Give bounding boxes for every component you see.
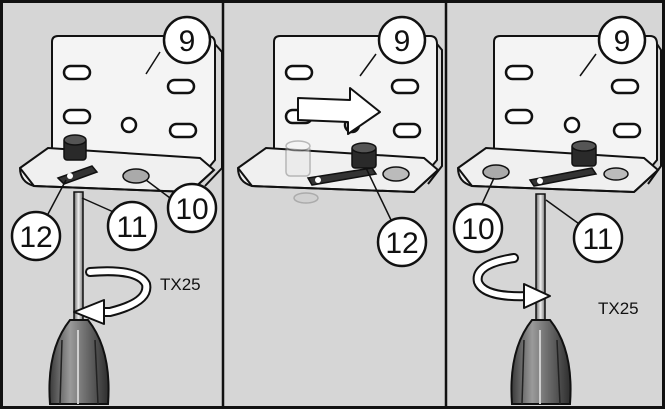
slide-direction-arrow — [297, 87, 381, 135]
callout-10: 10 — [145, 179, 218, 234]
panel-step-1: 9 10 11 12 TX25 — [10, 15, 223, 405]
base-plate-edge — [457, 167, 659, 194]
svg-text:9: 9 — [394, 25, 411, 58]
bracket-slot — [610, 78, 640, 95]
hinge-pin-hole — [482, 164, 510, 180]
callout-11: 11 — [81, 197, 158, 252]
bracket-slot — [612, 122, 642, 139]
screwdriver — [48, 191, 110, 405]
bracket-slot — [504, 64, 534, 81]
lever-previous-position — [285, 140, 319, 204]
torx-size-label: TX25 — [598, 299, 639, 318]
bracket-slot — [166, 78, 196, 95]
torx-size-label: TX25 — [160, 275, 201, 294]
bracket-hole — [120, 116, 138, 134]
base-plate-edge — [19, 167, 215, 194]
svg-text:9: 9 — [179, 25, 196, 58]
bracket-slot — [168, 122, 198, 139]
panel-step-3: 9 10 11 TX25 — [452, 15, 662, 405]
hinge-bracket — [493, 35, 658, 173]
svg-text:10: 10 — [175, 193, 208, 226]
svg-text:9: 9 — [614, 25, 631, 58]
svg-text:11: 11 — [116, 211, 147, 244]
adjustment-lever — [56, 134, 99, 185]
callout-9: 9 — [359, 15, 427, 77]
svg-text:12: 12 — [19, 221, 52, 254]
callout-9: 9 — [579, 15, 647, 77]
hinge-pin-hole — [122, 168, 150, 184]
base-plate-edge — [237, 167, 439, 194]
bracket-slot — [392, 122, 422, 139]
panel-step-2: 9 12 — [236, 15, 443, 268]
bracket-fold-edge — [204, 43, 223, 187]
adjustment-lever — [528, 140, 629, 187]
bracket-hole — [563, 116, 581, 134]
svg-text:11: 11 — [582, 223, 613, 256]
svg-text:12: 12 — [385, 227, 418, 260]
screwdriver — [510, 193, 572, 405]
callout-11: 11 — [545, 199, 624, 264]
bracket-fold-edge — [427, 43, 443, 185]
bracket-fold-edge — [647, 43, 662, 185]
adjustment-lever — [306, 142, 410, 186]
bracket-slot — [390, 78, 420, 95]
svg-text:10: 10 — [461, 213, 494, 246]
bracket-slot — [284, 64, 314, 81]
callout-12: 12 — [10, 179, 67, 262]
bracket-slot — [62, 108, 92, 125]
callout-9: 9 — [145, 15, 212, 75]
bracket-slot — [504, 108, 534, 125]
hinge-base-plate — [456, 146, 660, 194]
callout-10: 10 — [452, 177, 504, 254]
bracket-slot — [62, 64, 92, 81]
screwdriver-shaft — [535, 193, 546, 335]
callout-12: 12 — [365, 167, 428, 268]
